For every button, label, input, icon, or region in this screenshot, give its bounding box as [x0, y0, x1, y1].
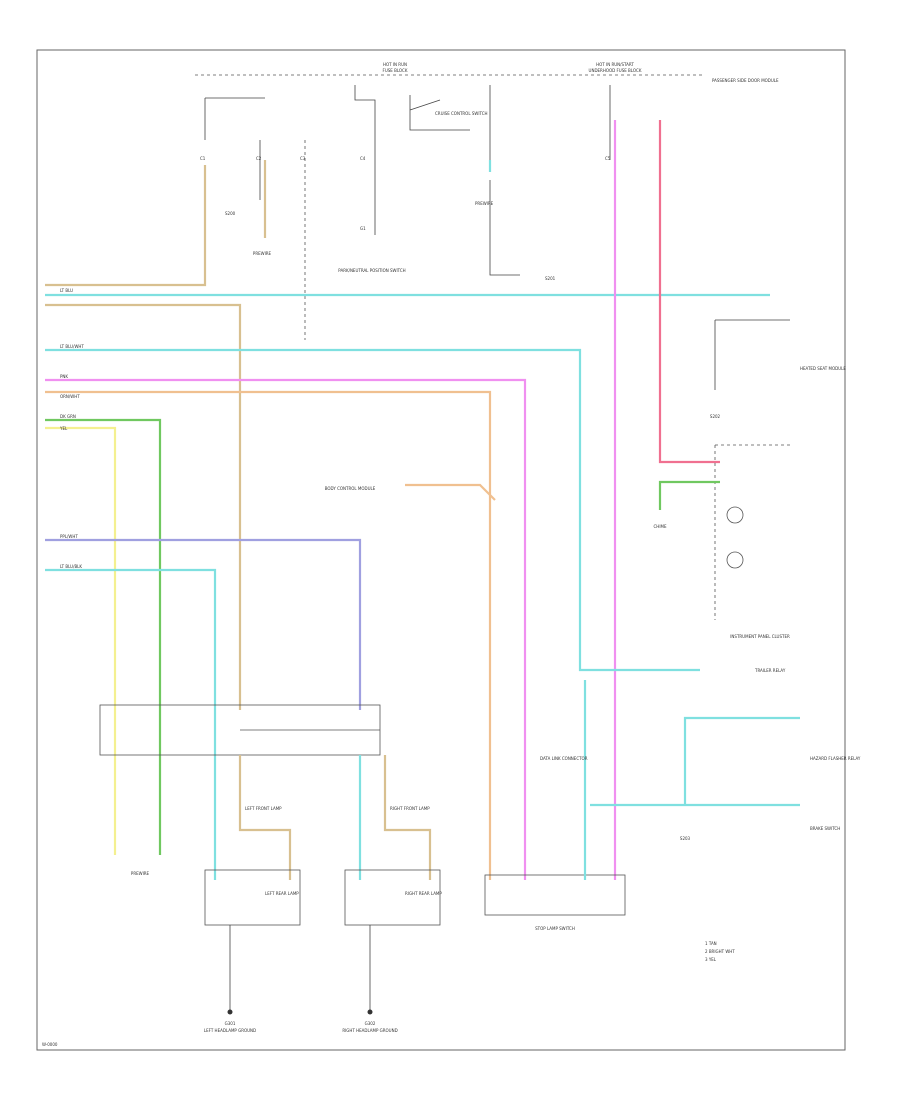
- label-prewire-left: PREWIRE: [253, 251, 272, 256]
- wire-black-ignition: [354, 85, 376, 235]
- ip-cluster-box: [714, 444, 790, 620]
- label-c3: C3: [300, 156, 306, 161]
- legend-2: 2 BRIGHT WHT: [705, 949, 735, 954]
- label-c1: C1: [200, 156, 206, 161]
- wire-tan-left: [45, 165, 207, 287]
- wire-black-middle: [489, 85, 520, 276]
- wire-green-right: [658, 480, 720, 510]
- left-lamp-box: [204, 869, 301, 926]
- wire-orange-long: [45, 390, 492, 880]
- page-code: W-0000: [42, 1042, 58, 1047]
- legend-3: 3 YEL: [705, 957, 717, 962]
- label-prewire-bottom: PREWIRE: [131, 871, 150, 876]
- label-park-neutral: PARK/NEUTRAL POSITION SWITCH: [338, 268, 405, 273]
- label-c4: C4: [360, 156, 366, 161]
- label-g301: G301: [225, 1021, 236, 1026]
- label-g302: G302: [365, 1021, 376, 1026]
- label-brake-switch: BRAKE SWITCH: [810, 826, 840, 831]
- wire-blue: [45, 538, 362, 710]
- wire-orange-branch: [405, 483, 496, 501]
- label-trailer-relay: TRAILER RELAY: [754, 668, 786, 673]
- wire-tan-long: [45, 303, 242, 710]
- legend-1: 1 TAN: [705, 941, 717, 946]
- wire-green-left: [45, 418, 162, 855]
- wire-tan-lamp-right: [383, 755, 432, 880]
- label-s200: S200: [225, 211, 236, 216]
- wire-black-top-left: [204, 97, 265, 140]
- label-dkgrn: DK GRN: [60, 414, 76, 419]
- wire-cyan-right-network: [590, 716, 800, 807]
- label-left-ground: LEFT HEADLAMP GROUND: [204, 1028, 256, 1033]
- label-ppl-wht: PPL/WHT: [60, 534, 78, 539]
- label-ltblu-wht: LT BLU/WHT: [60, 344, 84, 349]
- ground-right-icon: [367, 1009, 373, 1015]
- ground-left-icon: [227, 1009, 233, 1015]
- wire-red-right: [658, 120, 720, 464]
- label-left-rear-lamp: LEFT REAR LAMP: [265, 891, 299, 896]
- diagram-frame: [36, 49, 846, 1051]
- ignition-switch: [409, 95, 470, 131]
- label-heated-seat: HEATED SEAT MODULE: [800, 366, 846, 371]
- label-hot-in-run: HOT IN RUN: [383, 62, 407, 67]
- label-hazard: HAZARD FLASHER RELAY: [810, 756, 861, 761]
- label-fuse-block-underhood: UNDERHOOD FUSE BLOCK: [589, 68, 642, 73]
- label-g1: G1: [360, 226, 366, 231]
- wire-black-heated: [714, 319, 790, 390]
- label-stop-lamp-switch: STOP LAMP SWITCH: [535, 926, 575, 931]
- label-s203: S203: [680, 836, 691, 841]
- lamp-icon-2: [726, 551, 744, 569]
- label-pnk: PNK: [60, 374, 68, 379]
- label-right-ground: RIGHT HEADLAMP GROUND: [342, 1028, 397, 1033]
- stop-lamp-switch-box: [484, 874, 626, 916]
- label-instrument-panel: INSTRUMENT PANEL CLUSTER: [730, 634, 790, 639]
- wire-pink-long: [45, 378, 527, 880]
- wire-tan-lamp-left: [238, 755, 292, 880]
- label-yel: YEL: [59, 426, 68, 431]
- label-passenger-module: PASSENGER SIDE DOOR MODULE: [712, 78, 779, 83]
- label-prewire-mid: PREWIRE: [475, 201, 494, 206]
- label-orn-wht: ORN/WHT: [60, 394, 80, 399]
- wire-cyan-mid: [45, 568, 217, 880]
- wire-ltblu-wht-long: [45, 348, 700, 672]
- label-left-front-lamp: LEFT FRONT LAMP: [245, 806, 282, 811]
- label-hot-in-run-acc: HOT IN RUN/START: [596, 62, 634, 67]
- label-body-control: BODY CONTROL MODULE: [325, 486, 376, 491]
- label-c2: C2: [256, 156, 262, 161]
- label-chime: CHIME: [654, 524, 667, 529]
- label-right-rear-lamp: RIGHT REAR LAMP: [405, 891, 442, 896]
- label-fuse-block-top: FUSE BLOCK: [383, 68, 408, 73]
- label-c5: C5: [605, 156, 611, 161]
- right-lamp-box: [344, 869, 441, 926]
- lamp-icon-1: [726, 506, 744, 524]
- label-ltblu-bus: LT BLU: [60, 288, 73, 293]
- label-s202: S202: [710, 414, 721, 419]
- label-data-link: DATA LINK CONNECTOR: [540, 756, 588, 761]
- wire-yellow-left: [45, 426, 117, 855]
- label-s201: S201: [545, 276, 556, 281]
- label-right-front-lamp: RIGHT FRONT LAMP: [390, 806, 430, 811]
- label-cruise-switch: CRUISE CONTROL SWITCH: [435, 111, 488, 116]
- label-ltblu-blk: LT BLU/BLK: [60, 564, 82, 569]
